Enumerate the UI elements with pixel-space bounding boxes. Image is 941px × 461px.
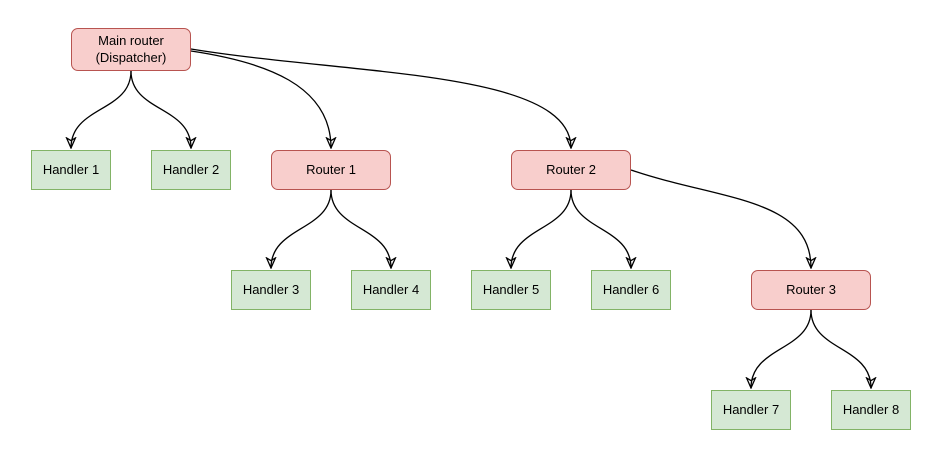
node-handler-5[interactable]: Handler 5 [471, 270, 551, 310]
edge-router-1-to-handler-4 [330, 189, 391, 268]
edge-router-2-to-handler-5 [511, 189, 572, 268]
node-handler-7[interactable]: Handler 7 [711, 390, 791, 430]
node-handler-3-label: Handler 3 [242, 281, 300, 297]
edge-main-router-to-router-2 [190, 48, 571, 148]
node-router-2-label: Router 2 [546, 161, 596, 177]
node-handler-1-label: Handler 1 [42, 161, 100, 177]
edge-router-2-to-router-3 [630, 169, 811, 268]
node-handler-7-label: Handler 7 [722, 401, 780, 417]
edge-main-router-to-handler-1 [71, 70, 132, 148]
node-router-1[interactable]: Router 1 [271, 150, 391, 190]
edge-router-3-to-handler-8 [810, 309, 871, 388]
node-handler-1[interactable]: Handler 1 [31, 150, 111, 190]
node-router-1-label: Router 1 [306, 161, 356, 177]
node-handler-2-label: Handler 2 [162, 161, 220, 177]
edge-router-3-to-handler-7 [751, 309, 812, 388]
node-handler-4-label: Handler 4 [362, 281, 420, 297]
node-router-3-label: Router 3 [786, 281, 836, 297]
node-handler-2[interactable]: Handler 2 [151, 150, 231, 190]
node-router-2[interactable]: Router 2 [511, 150, 631, 190]
edge-router-2-to-handler-6 [570, 189, 631, 268]
node-handler-5-label: Handler 5 [482, 281, 540, 297]
node-handler-8-label: Handler 8 [842, 401, 900, 417]
node-main-router[interactable]: Main router (Dispatcher) [71, 28, 191, 71]
node-handler-4[interactable]: Handler 4 [351, 270, 431, 310]
node-handler-6-label: Handler 6 [602, 281, 660, 297]
edge-main-router-to-router-1 [190, 50, 331, 148]
node-handler-6[interactable]: Handler 6 [591, 270, 671, 310]
edge-main-router-to-handler-2 [130, 70, 191, 148]
node-handler-8[interactable]: Handler 8 [831, 390, 911, 430]
edge-router-1-to-handler-3 [271, 189, 332, 268]
node-router-3[interactable]: Router 3 [751, 270, 871, 310]
node-main-router-label: Main router (Dispatcher) [95, 33, 167, 65]
node-handler-3[interactable]: Handler 3 [231, 270, 311, 310]
